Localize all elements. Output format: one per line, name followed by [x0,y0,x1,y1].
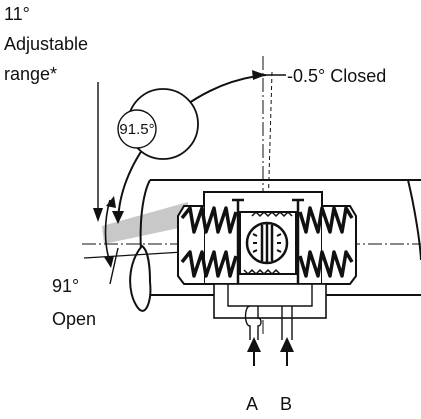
swing-arc-arrowhead-top [252,70,266,80]
pinion-teeth [252,233,282,253]
closed-reference-line [267,71,273,213]
adjustable-small-arc-arrow-down [104,256,114,268]
upper-rack-teeth [251,210,293,218]
port-a-label: A [246,394,258,414]
port-a-passage [244,305,262,340]
swing-arc-arrowhead-bottom [112,211,124,224]
adjustable-leader-arrowhead [93,208,103,222]
port-block [213,283,327,319]
left-lower-spring [180,250,238,278]
pinion-shaft-lines [260,224,274,262]
right-upper-spring [298,206,354,234]
rack-frame [239,211,297,275]
port-a-arrowhead [247,337,261,352]
closed-label: -0.5° Closed [287,66,386,86]
adjustable-word-label: Adjustable [4,34,88,54]
port-b-passage [281,306,293,340]
open-tick-line [109,247,119,285]
adjustable-range-sector [102,202,188,244]
adjustable-small-arc-arrow-up [106,196,116,208]
pipe-right-cut [407,179,421,261]
angle-circle-value: 91.5° [119,121,154,138]
port-b-label: B [280,394,292,414]
adjustable-range-label: range* [4,64,57,84]
right-lower-spring [298,250,354,278]
lower-rack-teeth [243,268,281,276]
open-value-label: 91° [52,276,79,296]
port-block-inner [227,284,313,307]
lever-handle [129,244,152,312]
left-upper-spring [180,206,238,234]
angle-value-circle [117,109,157,149]
open-word-label: Open [52,309,96,329]
port-b-arrowhead [280,337,294,352]
adjustable-value-label: 11° [4,4,30,24]
